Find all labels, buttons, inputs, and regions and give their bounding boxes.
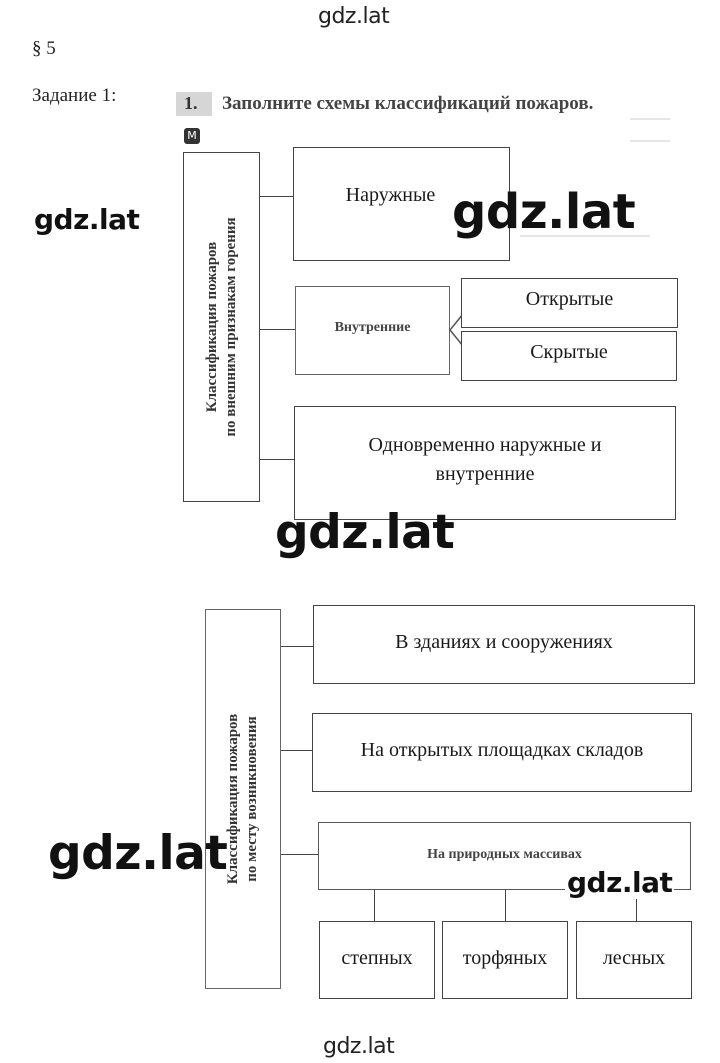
- scheme2-steppe-label: степных: [341, 947, 413, 969]
- scheme2-peat-box: торфяных: [442, 921, 568, 999]
- connector: [281, 854, 318, 855]
- scheme1-outer-label: Наружные: [345, 184, 436, 206]
- connector: [636, 890, 637, 921]
- scheme1-hidden-box: Скрытые: [461, 331, 677, 381]
- scheme2-root-box: Классификация пожаров по месту возникнов…: [205, 609, 281, 989]
- scheme1-root-line1: Классификация пожаров: [203, 241, 220, 413]
- task-label: Задание 1:: [32, 85, 117, 106]
- scheme1-hidden-label: Скрытые: [530, 341, 608, 363]
- connector: [374, 890, 375, 921]
- connector: [281, 646, 313, 647]
- watermark-left2: gdz.lat: [48, 826, 228, 881]
- scheme2-root-line2: по месту возникновения: [244, 716, 260, 882]
- scheme2-buildings-label: В зданиях и сооружениях: [395, 631, 613, 653]
- watermark-left1: gdz.lat: [34, 203, 142, 236]
- connector: [281, 750, 312, 751]
- section-label: § 5: [32, 38, 56, 59]
- scheme1-root-label: Классификация пожаров по внешним признак…: [203, 217, 241, 436]
- watermark-bottom: gdz.lat: [323, 1034, 395, 1059]
- scheme1-outer-box: Наружные: [293, 147, 510, 261]
- branch-bracket-icon: [449, 313, 464, 347]
- scheme2-steppe-box: степных: [319, 921, 435, 999]
- m-badge-letter: М: [187, 129, 197, 142]
- scheme1-both-line2: внутренние: [435, 463, 535, 485]
- scheme2-natural-label: На природных массивах: [427, 847, 582, 862]
- scheme1-both-line1: Одновременно наружные и: [368, 434, 602, 456]
- scheme2-root-label: Классификация пожаров по месту возникнов…: [224, 714, 262, 885]
- scheme1-inner-box: Внутренние: [295, 286, 450, 375]
- scheme2-forest-label: лесных: [602, 947, 666, 969]
- watermark-right2: gdz.lat: [565, 866, 675, 899]
- scheme1-root-box: Классификация пожаров по внешним признак…: [183, 152, 260, 502]
- connector: [505, 890, 506, 921]
- bleed-line: [630, 140, 670, 142]
- connector: [260, 459, 294, 460]
- scheme1-both-box: Одновременно наружные и внутренние: [294, 406, 676, 520]
- bleed-line: [520, 235, 650, 237]
- connector: [260, 329, 296, 330]
- connector: [260, 196, 294, 197]
- exercise-text: Заполните схемы классификаций пожаров.: [222, 93, 594, 114]
- scheme2-warehouses-label: На открытых площадках складов: [360, 739, 644, 761]
- watermark-center1: gdz.lat: [452, 184, 636, 240]
- bleed-line: [630, 118, 670, 120]
- scheme2-forest-box: лесных: [576, 921, 692, 999]
- scheme1-open-box: Открытые: [461, 278, 678, 328]
- exercise-number-badge: 1.: [176, 92, 212, 116]
- watermark-top: gdz.lat: [318, 4, 390, 29]
- scheme2-buildings-box: В зданиях и сооружениях: [313, 605, 695, 684]
- scheme1-open-label: Открытые: [525, 288, 614, 310]
- scheme1-root-line2: по внешним признакам горения: [222, 217, 239, 437]
- scheme2-peat-label: торфяных: [462, 947, 548, 969]
- watermark-center2: gdz.lat: [275, 505, 455, 560]
- scheme2-warehouses-box: На открытых площадках складов: [312, 713, 692, 792]
- exercise-number: 1.: [184, 93, 198, 113]
- m-badge-icon: М: [184, 128, 200, 144]
- scheme1-inner-label: Внутренние: [334, 320, 411, 335]
